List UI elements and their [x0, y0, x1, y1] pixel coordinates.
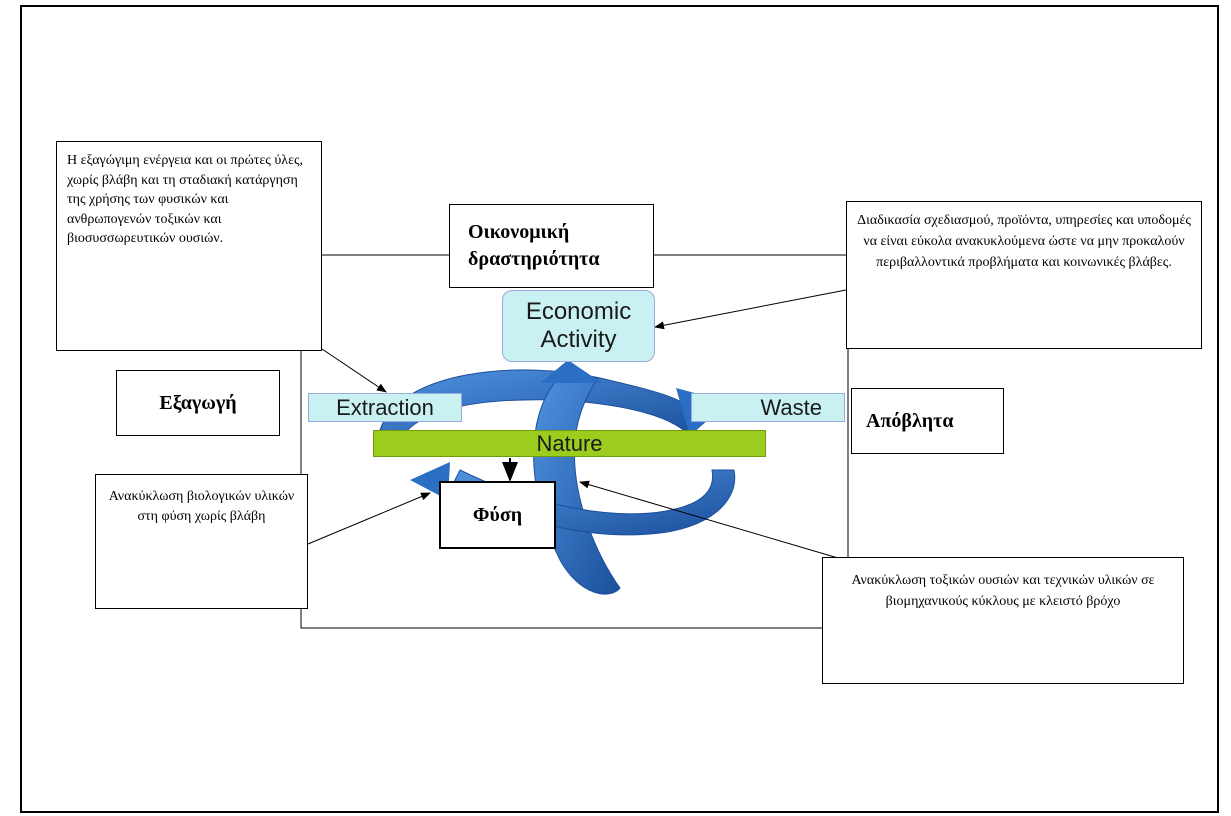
- label-economic-activity-text: Οικονομική δραστηριότητα: [468, 221, 600, 270]
- connector-tech-recycle: [579, 480, 839, 559]
- note-extraction: Η εξαγώγιμη ενέργεια και οι πρώτες ύλες,…: [56, 141, 322, 351]
- note-extraction-text: Η εξαγώγιμη ενέργεια και οι πρώτες ύλες,…: [67, 153, 303, 246]
- connector-economic: [654, 289, 847, 330]
- extraction-pill-label: Extraction: [336, 394, 434, 420]
- label-extraction-text: Εξαγωγή: [159, 391, 237, 414]
- label-extraction: Εξαγωγή: [116, 370, 280, 436]
- waste-pill-label: Waste: [760, 394, 822, 420]
- nature-pill: Nature: [373, 430, 766, 457]
- note-economic: Διαδικασία σχεδιασμού, προϊόντα, υπηρεσί…: [846, 201, 1202, 349]
- waste-pill: Waste: [691, 393, 845, 422]
- note-bio-recycle: Ανακύκλωση βιολογικών υλικών στη φύση χω…: [95, 474, 308, 609]
- note-bio-recycle-text: Ανακύκλωση βιολογικών υλικών στη φύση χω…: [108, 489, 295, 524]
- label-economic-activity: Οικονομική δραστηριότητα: [449, 204, 654, 288]
- extraction-pill: Extraction: [308, 393, 462, 422]
- note-tech-recycle: Ανακύκλωση τοξικών ουσιών και τεχνικών υ…: [822, 557, 1184, 684]
- economic-activity-pill: Economic Activity: [502, 290, 655, 362]
- connector-extraction: [321, 348, 387, 393]
- connector-bio-recycle: [307, 492, 431, 545]
- note-tech-recycle-text: Ανακύκλωση τοξικών ουσιών και τεχνικών υ…: [851, 573, 1155, 609]
- label-nature-text: Φύση: [472, 503, 523, 526]
- nature-pill-label: Nature: [536, 430, 603, 456]
- label-nature: Φύση: [439, 481, 556, 549]
- label-waste: Απόβλητα: [851, 388, 1004, 454]
- label-waste-text: Απόβλητα: [866, 409, 954, 432]
- economic-activity-pill-label: Economic Activity: [525, 298, 632, 353]
- page-frame: [20, 5, 1219, 813]
- note-economic-text: Διαδικασία σχεδιασμού, προϊόντα, υπηρεσί…: [857, 213, 1191, 270]
- figure-frame: [300, 255, 849, 629]
